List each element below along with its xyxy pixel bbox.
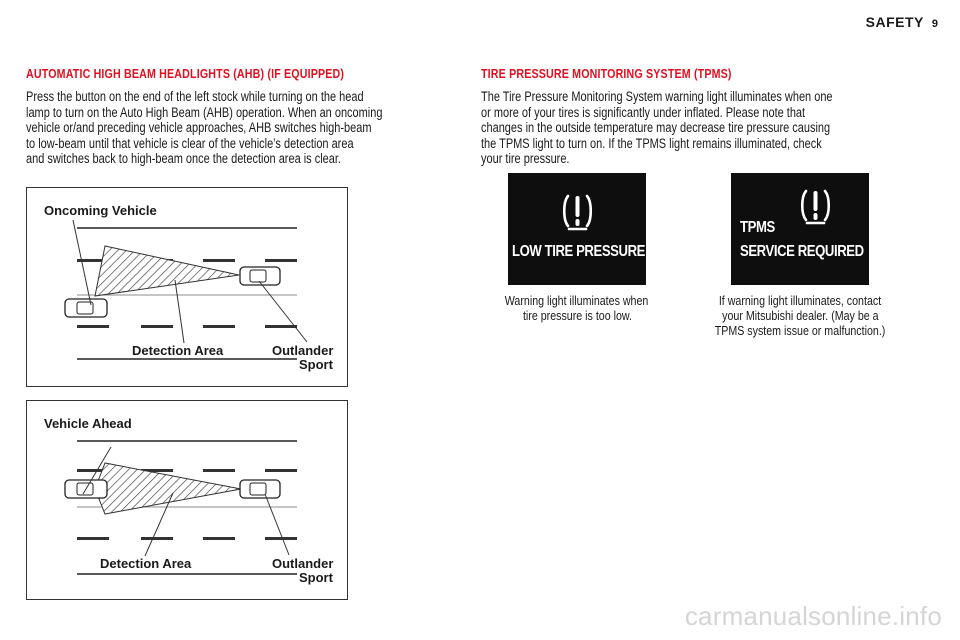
tire-pressure-warning-icon — [562, 194, 593, 231]
ahb-line: and switches back to high-beam once the … — [26, 151, 341, 167]
service-required-text: SERVICE REQUIRED — [740, 243, 864, 260]
tire-pressure-warning-icon — [800, 189, 831, 225]
detection-area-label: Detection Area — [100, 556, 192, 571]
caption-line: tire pressure is too low. — [522, 308, 632, 323]
oncoming-vehicle-diagram: Oncoming Vehicle Detection Area Outlande… — [26, 187, 348, 387]
tpms-line: the TPMS light to turn on. If the TPMS l… — [481, 135, 822, 151]
vehicle-icon — [239, 266, 281, 286]
tpms-body: The Tire Pressure Monitoring System warn… — [481, 89, 941, 167]
tpms-line: The Tire Pressure Monitoring System warn… — [481, 89, 833, 104]
section-title: SAFETY — [865, 14, 924, 30]
ahb-body: Press the button on the end of the left … — [26, 89, 466, 167]
model-label: Outlander — [272, 556, 333, 571]
low-tire-pressure-text: LOW TIRE PRESSURE — [512, 243, 645, 260]
caption-line: Warning light illuminates when — [505, 293, 649, 308]
diagram-label: Oncoming Vehicle — [44, 203, 157, 218]
tpms-line: or more of your tires is significantly u… — [481, 104, 806, 120]
vehicle-icon — [64, 298, 108, 318]
detection-area-label: Detection Area — [132, 343, 224, 358]
vehicle-ahead-diagram: Vehicle Ahead Detection Area Outlander S… — [26, 400, 348, 600]
low-tire-pressure-light: LOW TIRE PRESSURE — [508, 173, 646, 285]
vehicle-icon — [239, 479, 281, 499]
diagram-label: Vehicle Ahead — [44, 416, 132, 431]
model-label: Outlander — [272, 343, 333, 358]
caption-line: your Mitsubishi dealer. (May be a — [721, 308, 879, 323]
caption-line: If warning light illuminates, contact — [718, 293, 882, 308]
tpms-section: TIRE PRESSURE MONITORING SYSTEM (TPMS) T… — [481, 66, 941, 167]
tpms-service-required-light: TPMS SERVICE REQUIRED — [731, 173, 869, 285]
ahb-line: vehicle or/and preceding vehicle approac… — [26, 120, 372, 136]
tile2-caption: If warning light illuminates, contact yo… — [690, 293, 910, 338]
tpms-text: TPMS — [740, 219, 775, 236]
ahb-line: to low-beam until that vehicle is clear … — [26, 135, 354, 151]
ahb-heading: AUTOMATIC HIGH BEAM HEADLIGHTS (AHB) (IF… — [26, 66, 345, 81]
page-number: 9 — [931, 18, 938, 30]
ahb-line: lamp to turn on the Auto High Beam (AHB)… — [26, 104, 383, 120]
model-label: Sport — [299, 570, 334, 585]
tpms-line: changes in the outside temperature may d… — [481, 120, 831, 136]
page-header: SAFETY 9 — [866, 14, 938, 30]
watermark: carmanualsonline.info — [684, 601, 942, 631]
caption-line: TPMS system issue or malfunction.) — [714, 323, 886, 338]
tpms-heading: TIRE PRESSURE MONITORING SYSTEM (TPMS) — [481, 66, 732, 81]
tile1-caption: Warning light illuminates when tire pres… — [477, 293, 677, 323]
model-label: Sport — [299, 357, 334, 372]
ahb-section: AUTOMATIC HIGH BEAM HEADLIGHTS (AHB) (IF… — [26, 66, 466, 167]
ahb-line: Press the button on the end of the left … — [26, 89, 364, 104]
tpms-line: your tire pressure. — [481, 151, 570, 167]
